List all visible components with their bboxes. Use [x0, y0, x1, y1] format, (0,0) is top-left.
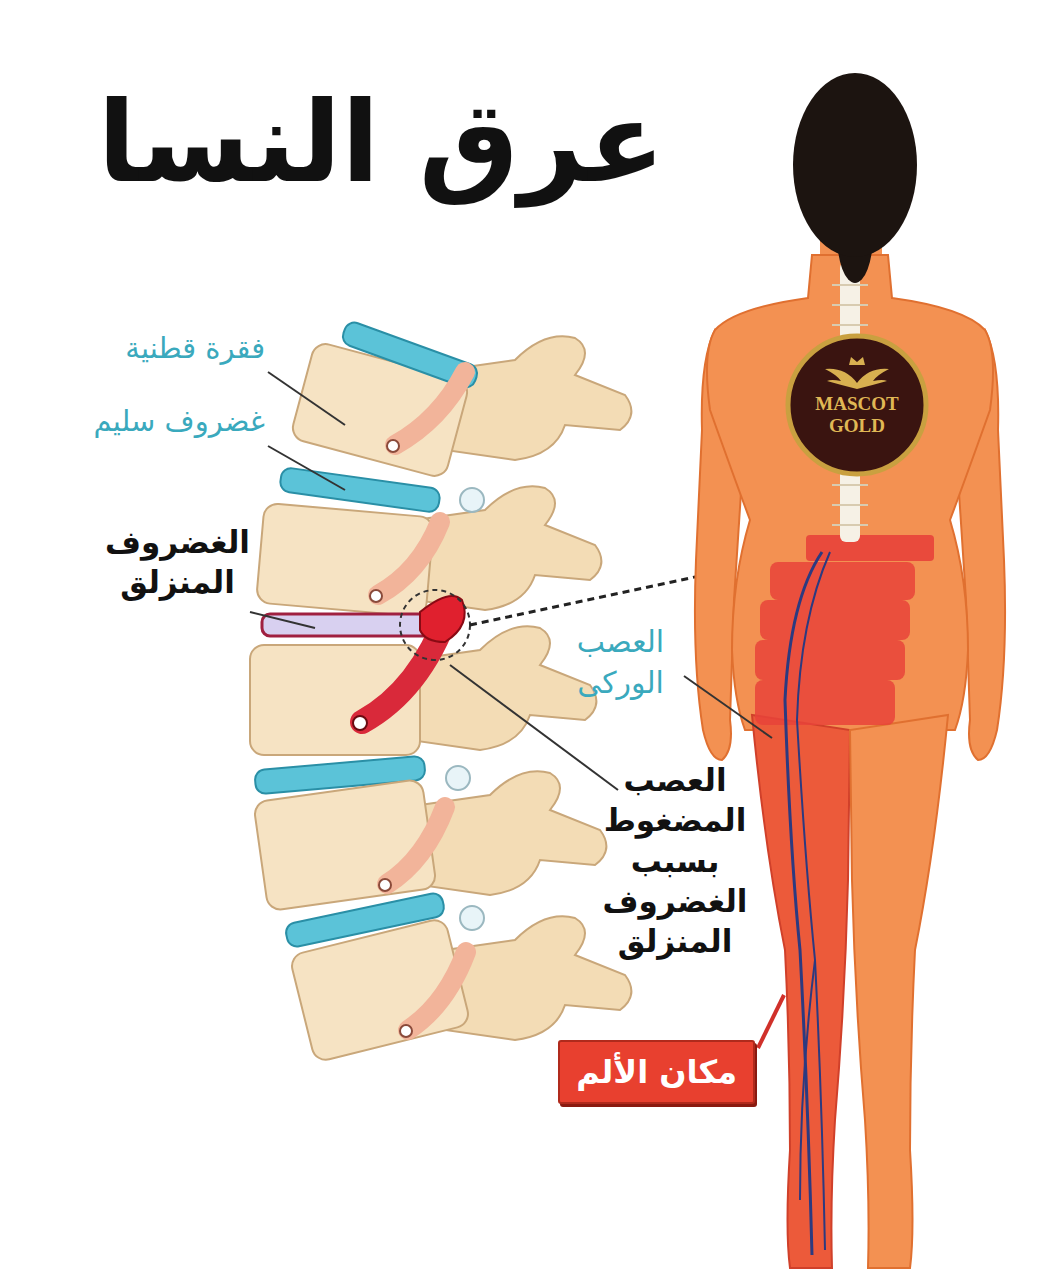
logo-badge: MASCOT GOLD: [785, 333, 929, 477]
spine-segment: [832, 504, 868, 506]
part-label: العصب الوركى: [558, 622, 683, 703]
spine-segment: [832, 484, 868, 486]
foramen: [446, 766, 470, 790]
head: [793, 73, 917, 257]
wings-icon: [825, 369, 889, 389]
nerve-end: [370, 590, 382, 602]
nerve-root: [378, 522, 440, 595]
crown-icon: [849, 357, 865, 365]
box-text: مكان الألم: [576, 1052, 737, 1092]
sciatic-nerve: [797, 552, 830, 1250]
right-leg: [850, 715, 948, 1268]
spine-segment: [832, 524, 868, 526]
leader-line: [268, 446, 345, 490]
nerve-root: [395, 372, 465, 445]
title-text: عرق النسا: [98, 70, 666, 216]
focus-circle: [400, 590, 470, 660]
leader-line: [268, 372, 345, 425]
pain-zone: [806, 535, 934, 561]
foramen: [460, 488, 484, 512]
torso: [707, 255, 993, 730]
nerve-end: [400, 1025, 412, 1037]
leader-line: [684, 676, 772, 738]
vertebra-process: [445, 916, 631, 1040]
part-label: الغضروف المنزلق: [90, 522, 265, 603]
pain-zone: [760, 600, 910, 640]
nerve-end: [387, 440, 399, 452]
logo-text: MASCOT GOLD: [807, 393, 907, 437]
vertebra-process: [420, 771, 606, 895]
pain-zone: [770, 562, 915, 600]
vertebra-process: [420, 771, 606, 895]
vertebra-process: [445, 336, 631, 460]
lumbar-vertebra: [253, 779, 437, 912]
pain-pointer: [758, 995, 784, 1048]
spine-segment: [832, 324, 868, 326]
nerve-end: [379, 879, 391, 891]
part-label: فقرة قطنية: [125, 330, 265, 368]
nerve-end: [353, 716, 367, 730]
spine-segment: [832, 304, 868, 306]
part-label: العصب المضغوط بسبب الغضروف المنزلق: [600, 760, 750, 961]
pain-location-box: مكان الألم: [558, 1040, 755, 1104]
vertebra-process: [445, 336, 631, 460]
herniation: [420, 596, 465, 642]
herniated-disc: [262, 614, 432, 636]
nerve-root: [387, 807, 445, 884]
sciatic-nerve: [785, 552, 822, 1255]
lumbar-vertebra: [289, 917, 471, 1062]
spine-segment: [832, 284, 868, 286]
sciatic-nerve: [800, 960, 815, 1200]
part-label: غضروف سليم: [93, 403, 265, 441]
pain-zone: [755, 680, 895, 725]
leader-line: [250, 612, 315, 628]
pain-zone: [755, 640, 905, 680]
foramen: [460, 906, 484, 930]
badge-circle: [788, 336, 926, 474]
nerve-root: [408, 952, 466, 1030]
vertebra-process: [445, 916, 631, 1040]
